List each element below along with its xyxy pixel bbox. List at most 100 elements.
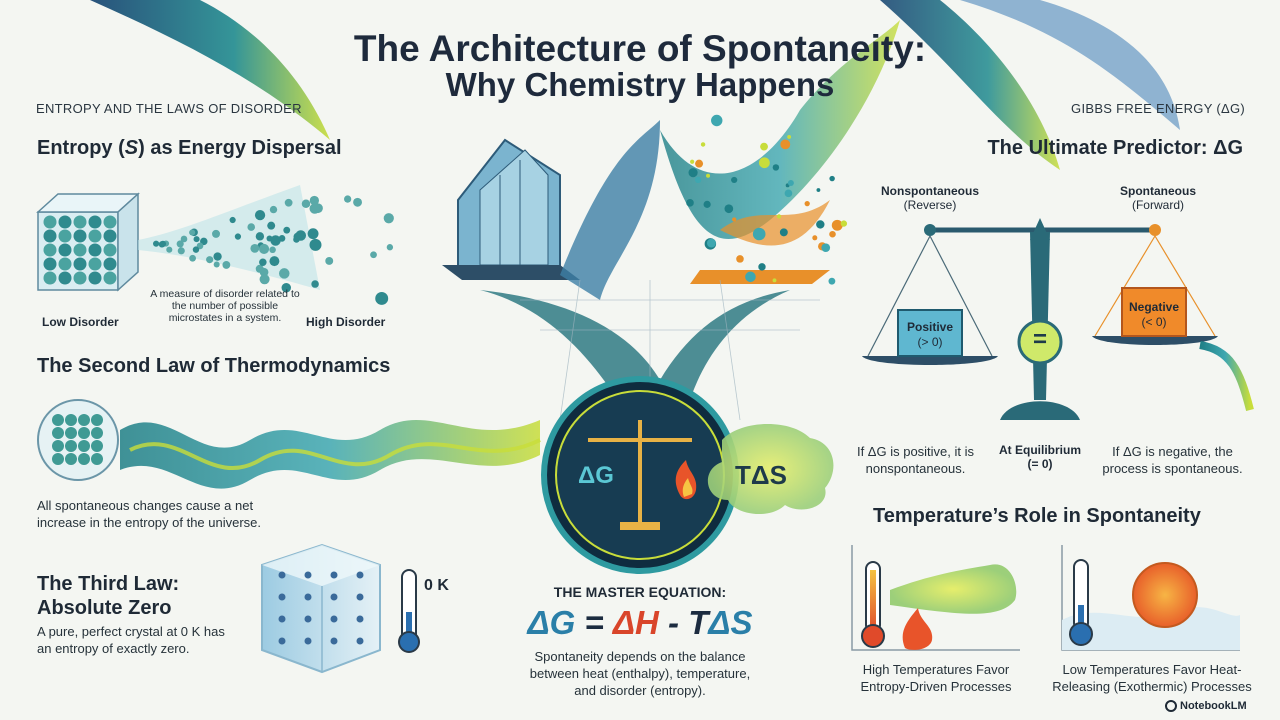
cube-particle xyxy=(58,257,72,271)
dispersed-particle xyxy=(270,235,281,246)
negative-note: If ΔG is negative, the process is sponta… xyxy=(1102,444,1243,476)
sphere-particle xyxy=(78,427,90,439)
splash-particle xyxy=(731,176,738,184)
dispersed-particle xyxy=(293,236,300,243)
tds-cloud xyxy=(707,423,834,515)
sphere-particle xyxy=(52,414,64,426)
top-swoosh-right xyxy=(880,0,1060,170)
cube-particle xyxy=(43,243,57,257)
dispersed-particle xyxy=(177,247,185,255)
sphere-particle xyxy=(52,440,64,452)
dispersed-particle xyxy=(159,240,167,248)
splash-particle xyxy=(772,278,777,283)
splash-particle xyxy=(804,201,810,207)
positive-box-label: Positive(> 0) xyxy=(906,320,954,349)
splash-particle xyxy=(787,134,792,139)
page-title-line-2: Why Chemistry Happens xyxy=(445,66,835,103)
sphere-particle xyxy=(52,427,64,439)
dispersed-particle xyxy=(259,274,270,285)
dispersed-particle xyxy=(279,268,290,279)
splash-particle xyxy=(776,214,782,219)
master-equation-caption: Spontaneity depends on the balance betwe… xyxy=(529,649,751,698)
thermometer-cold xyxy=(398,569,420,653)
splash-particle xyxy=(758,263,766,271)
splash-particle xyxy=(752,227,766,241)
sphere-particle xyxy=(91,440,103,452)
dispersed-particle xyxy=(192,246,200,253)
cube-particle xyxy=(43,215,57,229)
splash-particle xyxy=(772,164,780,171)
cube-particle xyxy=(88,215,102,229)
splash-particle xyxy=(736,255,744,263)
cube-particle xyxy=(73,243,87,257)
splash-particle xyxy=(784,189,793,198)
dispersed-particle xyxy=(259,267,269,277)
cube-particle xyxy=(73,229,87,243)
dispersed-particle xyxy=(180,235,188,243)
equals-symbol: = xyxy=(1032,326,1047,353)
sphere-particle xyxy=(65,414,77,426)
splash-particle xyxy=(758,157,770,169)
dispersed-particle xyxy=(229,216,236,224)
dispersed-particle xyxy=(153,240,160,247)
master-equation-label: THE MASTER EQUATION: xyxy=(553,584,727,600)
delta-g-badge: ΔG xyxy=(578,462,614,489)
splash-particle xyxy=(780,139,791,150)
left-section-label: ENTROPY AND THE LAWS OF DISORDER xyxy=(36,101,302,116)
lattice-atom xyxy=(304,615,312,623)
dispersed-particle xyxy=(250,243,260,253)
lattice-atom xyxy=(278,593,286,601)
low-disorder-cube-illustration xyxy=(36,192,140,292)
dispersed-particle xyxy=(386,244,394,251)
sphere-particle xyxy=(78,414,90,426)
dispersed-particle xyxy=(189,229,196,236)
dispersed-particle xyxy=(269,256,280,267)
cube-particle xyxy=(43,229,57,243)
sphere-particle xyxy=(91,427,103,439)
second-law-heading: The Second Law of Thermodynamics xyxy=(37,355,391,377)
splash-particle xyxy=(831,219,843,231)
lattice-atom xyxy=(304,593,312,601)
splash-particle xyxy=(724,204,734,214)
splash-particle xyxy=(688,168,698,178)
high-temperature-caption: High Temperatures Favor Entropy-Driven P… xyxy=(860,662,1012,694)
cube-particle xyxy=(103,215,117,229)
splash-particle xyxy=(703,200,711,208)
cube-particle xyxy=(58,271,72,285)
cube-particle xyxy=(73,271,87,285)
dispersed-particle xyxy=(281,282,292,293)
splash-particle xyxy=(711,114,723,127)
splash-particle xyxy=(732,217,737,222)
lattice-atom xyxy=(278,571,286,579)
high-temperature-panel xyxy=(851,545,1020,651)
temperature-heading: Temperature’s Role in Spontaneity xyxy=(873,505,1201,527)
t-delta-s-badge: TΔS xyxy=(735,460,787,490)
cube-particle xyxy=(73,257,87,271)
cube-particle xyxy=(43,271,57,285)
dispersed-particle xyxy=(176,240,184,248)
cube-particle xyxy=(88,229,102,243)
third-law-text: A pure, perfect crystal at 0 K has an en… xyxy=(37,624,225,656)
entropy-heading: Entropy (S) as Energy Dispersal xyxy=(37,137,342,159)
dispersed-particle xyxy=(259,258,267,267)
splash-particle xyxy=(779,228,788,237)
dispersed-particle xyxy=(206,256,214,264)
cube-particle xyxy=(58,229,72,243)
splash-particle xyxy=(690,159,695,164)
cube-particle xyxy=(103,243,117,257)
cube-particle xyxy=(103,257,117,271)
dispersed-particle xyxy=(193,236,200,243)
top-swoosh-left xyxy=(90,0,330,140)
nonspontaneous-label: Nonspontaneous(Reverse) xyxy=(881,184,979,212)
positive-note: If ΔG is positive, it is nonspontaneous. xyxy=(856,444,975,476)
dispersed-particle xyxy=(309,195,319,206)
dispersed-particle xyxy=(259,243,270,254)
cube-particle xyxy=(88,271,102,285)
splash-particle xyxy=(745,271,756,283)
lattice-atom xyxy=(356,637,364,645)
dispersed-particle xyxy=(213,252,222,261)
splash-particle xyxy=(828,277,836,285)
dispersed-particle xyxy=(255,232,265,241)
cube-particle xyxy=(58,243,72,257)
